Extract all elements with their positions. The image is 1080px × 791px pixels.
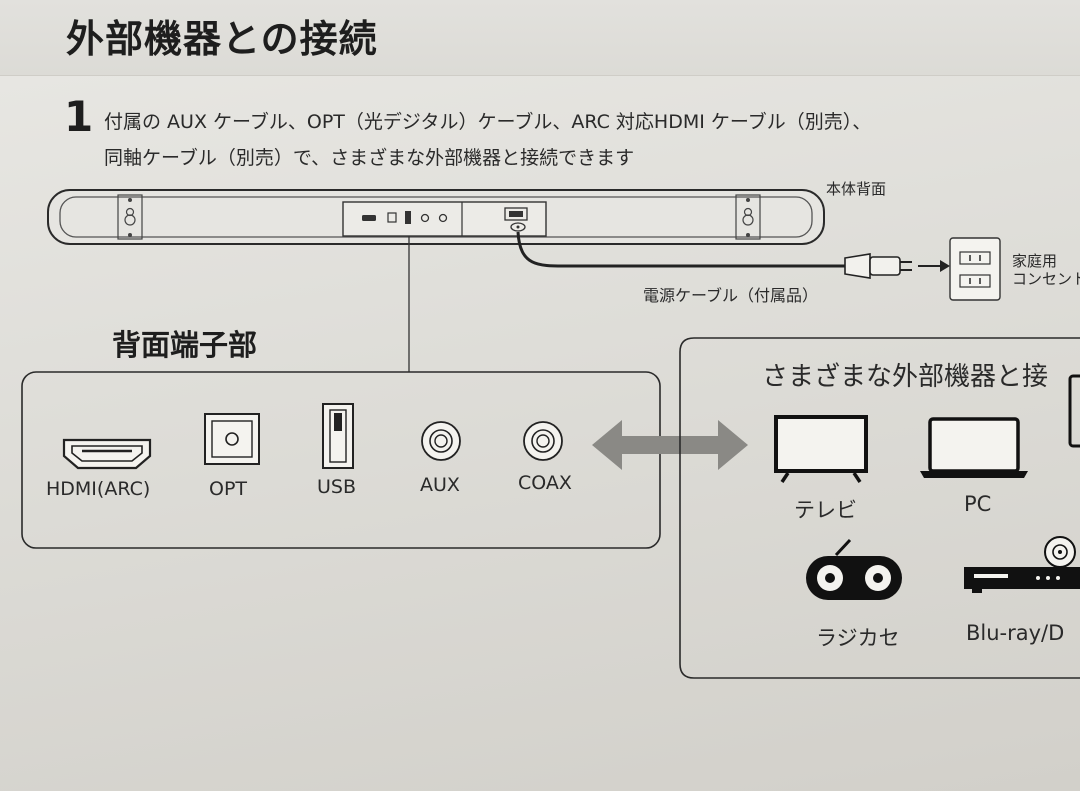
coax-jack-icon [523, 421, 563, 461]
power-inlet-icon [504, 207, 528, 232]
outlet-label-line-1: 家庭用 [1012, 252, 1058, 270]
mini-ports-icon [362, 211, 448, 224]
devices-box [679, 337, 1080, 679]
step-description-line-1: 付属の AUX ケーブル、OPT（光デジタル）ケーブル、ARC 対応HDMI ケ… [104, 111, 872, 133]
wall-outlet-icon [949, 237, 1001, 301]
port-label-coax: COAX [518, 472, 572, 494]
page-title: 外部機器との接続 [66, 17, 378, 61]
port-label-hdmi: HDMI(ARC) [46, 478, 151, 500]
device-label-bluray: Blu-ray/D [966, 621, 1065, 645]
power-cable-label: 電源ケーブル（付属品） [643, 286, 819, 305]
device-label-tv: テレビ [794, 498, 857, 522]
radio-cassette-icon [806, 538, 902, 600]
port-label-usb: USB [317, 476, 357, 498]
optical-port-icon [204, 413, 260, 465]
outlet-label-line-2: コンセント [1012, 270, 1080, 288]
power-plug-icon [844, 253, 912, 279]
double-arrow-icon [592, 420, 748, 470]
aux-jack-icon [421, 421, 461, 461]
port-label-aux: AUX [420, 474, 460, 496]
device-label-radio-cassette: ラジカセ [816, 626, 900, 650]
bluray-player-icon [964, 536, 1080, 593]
mount-hole-right-icon [735, 194, 761, 240]
devices-heading: さまざまな外部機器と接 [762, 362, 1049, 392]
tv-icon [774, 415, 868, 483]
terminal-box [21, 371, 661, 549]
step-number: 1 [64, 92, 94, 141]
device-label-pc: PC [964, 492, 992, 516]
paper-top-fold [0, 0, 1080, 76]
partial-device-icon [1068, 374, 1080, 448]
port-label-opt: OPT [209, 478, 248, 500]
step-description-line-2: 同軸ケーブル（別売）で、さまざまな外部機器と接続できます [104, 147, 635, 169]
hdmi-port-icon [62, 438, 152, 470]
arrow-to-outlet-icon [918, 260, 950, 272]
soundbar-rear-view [47, 189, 825, 245]
laptop-icon [920, 417, 1028, 478]
terminal-section-title: 背面端子部 [112, 328, 258, 362]
mount-hole-left-icon [117, 194, 143, 240]
rear-view-label: 本体背面 [826, 180, 887, 198]
usb-port-icon [322, 403, 354, 469]
